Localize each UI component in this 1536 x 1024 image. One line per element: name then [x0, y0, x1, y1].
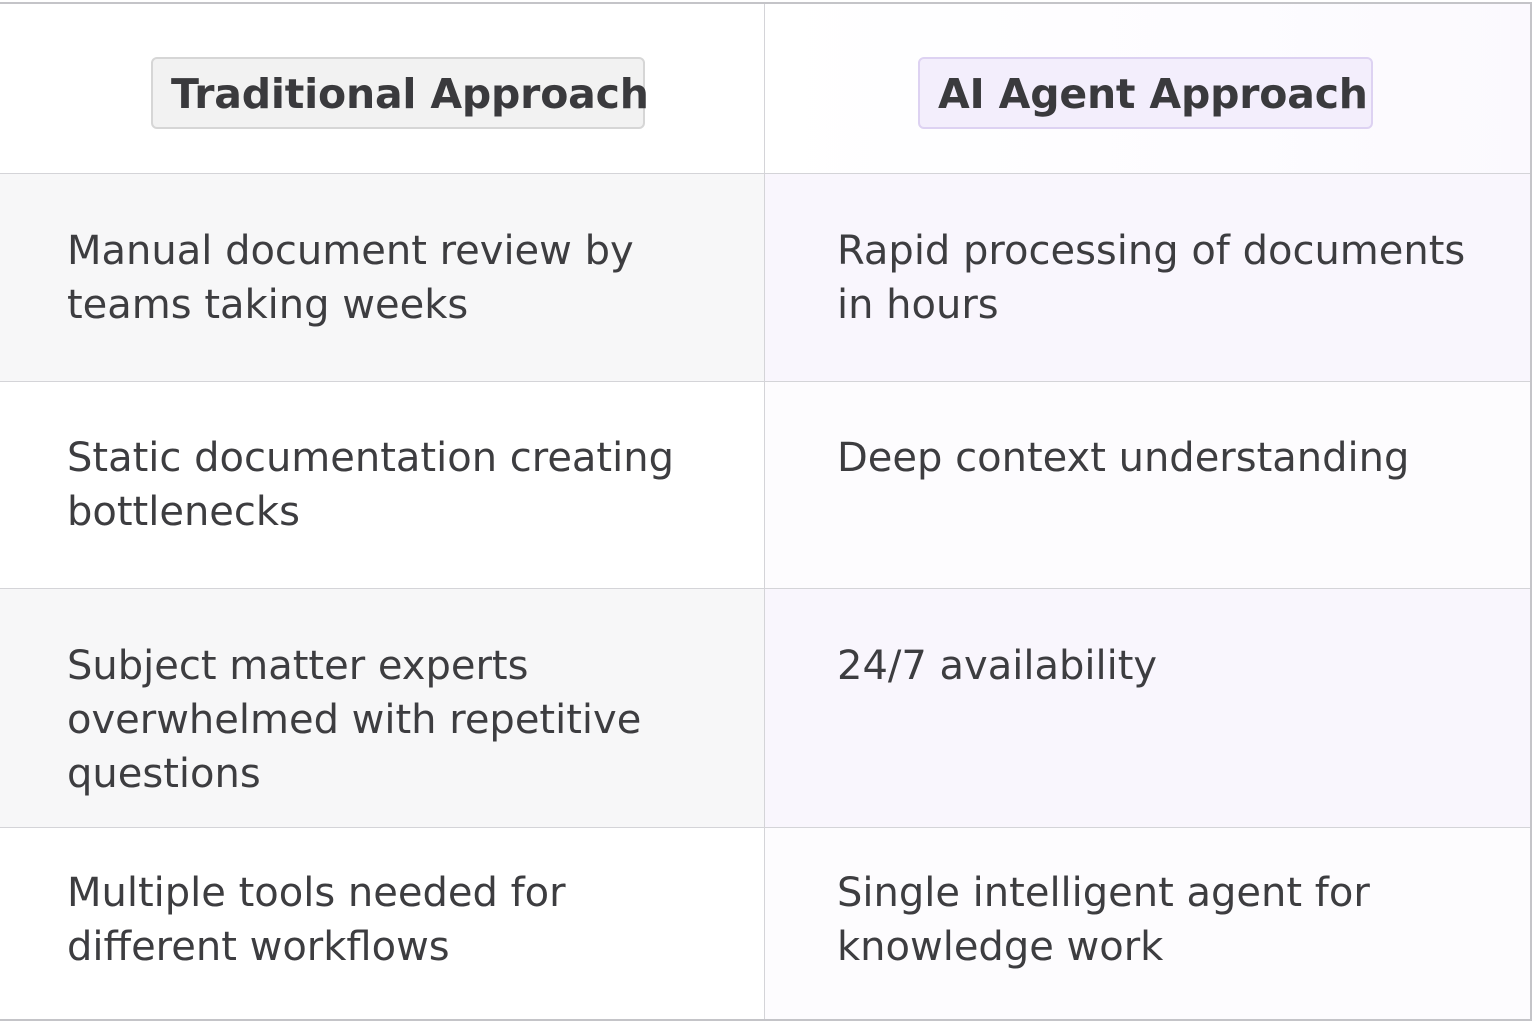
table-row-1-ai-agent: Rapid processing of documents in hours [765, 174, 1530, 382]
ai-agent-cell-text: Deep context understanding [837, 435, 1410, 481]
ai-agent-approach-badge: AI Agent Approach [918, 57, 1373, 129]
traditional-approach-badge: Traditional Approach [151, 57, 649, 129]
table-row-3-traditional: Subject matter experts overwhelmed with … [0, 589, 765, 828]
ai-agent-cell-text: 24/7 availability [837, 643, 1158, 689]
ai-agent-cell-text: Rapid processing of documents in hours [837, 228, 1466, 328]
table-row-2-ai-agent: Deep context understanding [765, 382, 1530, 589]
traditional-cell-text: Subject matter experts overwhelmed with … [67, 643, 642, 797]
header-cell-ai-agent: AI Agent Approach [765, 4, 1530, 174]
table-row-1-traditional: Manual document review by teams taking w… [0, 174, 765, 382]
table-row-4-ai-agent: Single intelligent agent for knowledge w… [765, 828, 1530, 1019]
ai-agent-cell-text: Single intelligent agent for knowledge w… [837, 870, 1370, 970]
table-row-3-ai-agent: 24/7 availability [765, 589, 1530, 828]
header-cell-traditional: Traditional Approach [0, 4, 765, 174]
traditional-cell-text: Manual document review by teams taking w… [67, 228, 634, 328]
table-row-4-traditional: Multiple tools needed for different work… [0, 828, 765, 1019]
table-row-2-traditional: Static documentation creating bottleneck… [0, 382, 765, 589]
traditional-cell-text: Multiple tools needed for different work… [67, 870, 566, 970]
traditional-cell-text: Static documentation creating bottleneck… [67, 435, 674, 535]
